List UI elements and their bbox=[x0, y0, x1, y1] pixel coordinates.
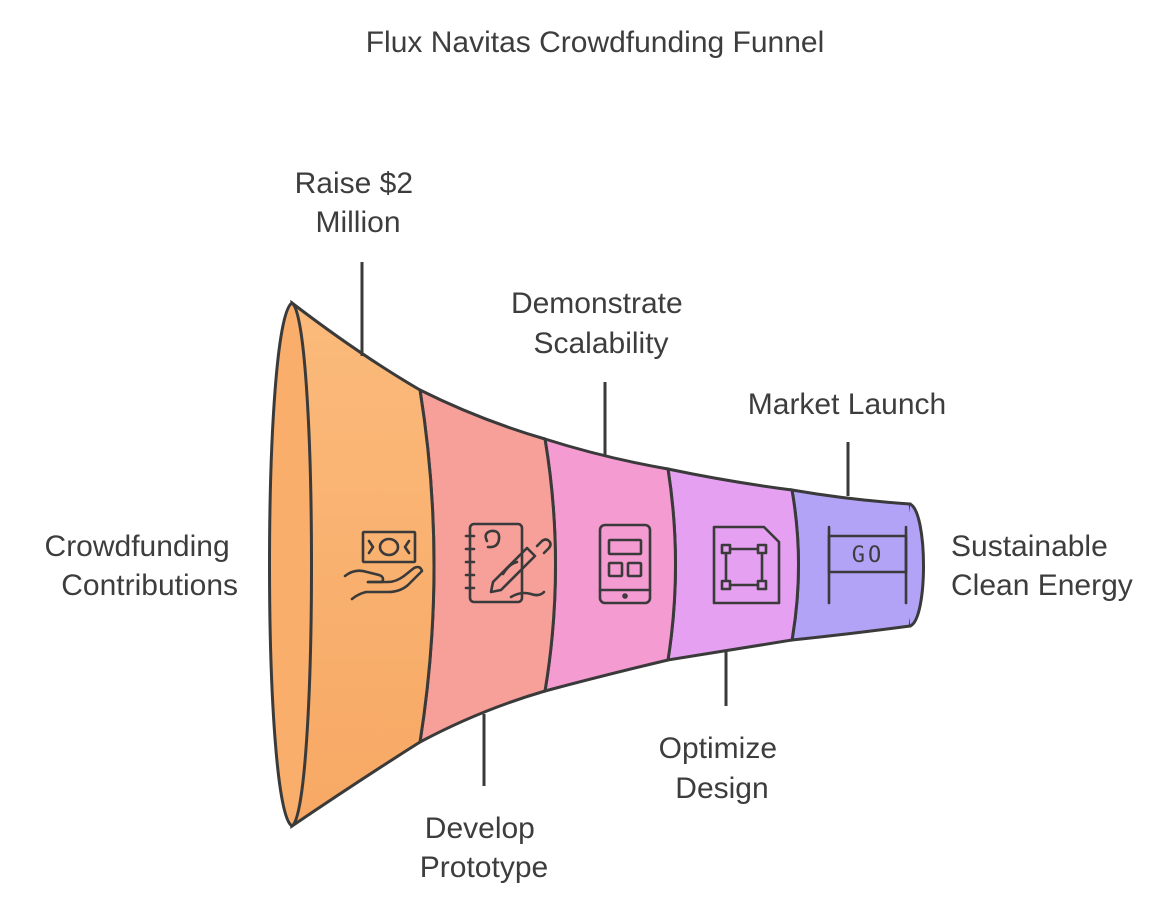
funnel-stage-2-band bbox=[418, 387, 557, 745]
output-label: Sustainable Clean Energy bbox=[951, 530, 1133, 602]
funnel-stage-1-band bbox=[290, 299, 436, 830]
stage-1-label: Raise $2 Million bbox=[295, 167, 422, 239]
go-sign-icon bbox=[827, 525, 908, 605]
funnel-exit bbox=[909, 502, 925, 628]
stage-3-label: Demonstrate Scalability bbox=[511, 287, 691, 360]
mobile-app-icon bbox=[598, 523, 652, 605]
input-label: Crowdfunding Contributions bbox=[45, 530, 238, 602]
funnel-mouth bbox=[268, 301, 313, 828]
money-hand-icon bbox=[343, 530, 424, 601]
notebook-pen-icon bbox=[464, 522, 552, 604]
go-sign-text: GO bbox=[852, 543, 885, 568]
stage-4-label: Optimize Design bbox=[659, 732, 786, 805]
stage-5-label: Market Launch bbox=[748, 388, 946, 421]
diagram-title: Flux Navitas Crowdfunding Funnel bbox=[366, 26, 825, 59]
stage-2-label: Develop Prototype bbox=[420, 812, 548, 884]
design-frame-icon bbox=[712, 525, 781, 605]
